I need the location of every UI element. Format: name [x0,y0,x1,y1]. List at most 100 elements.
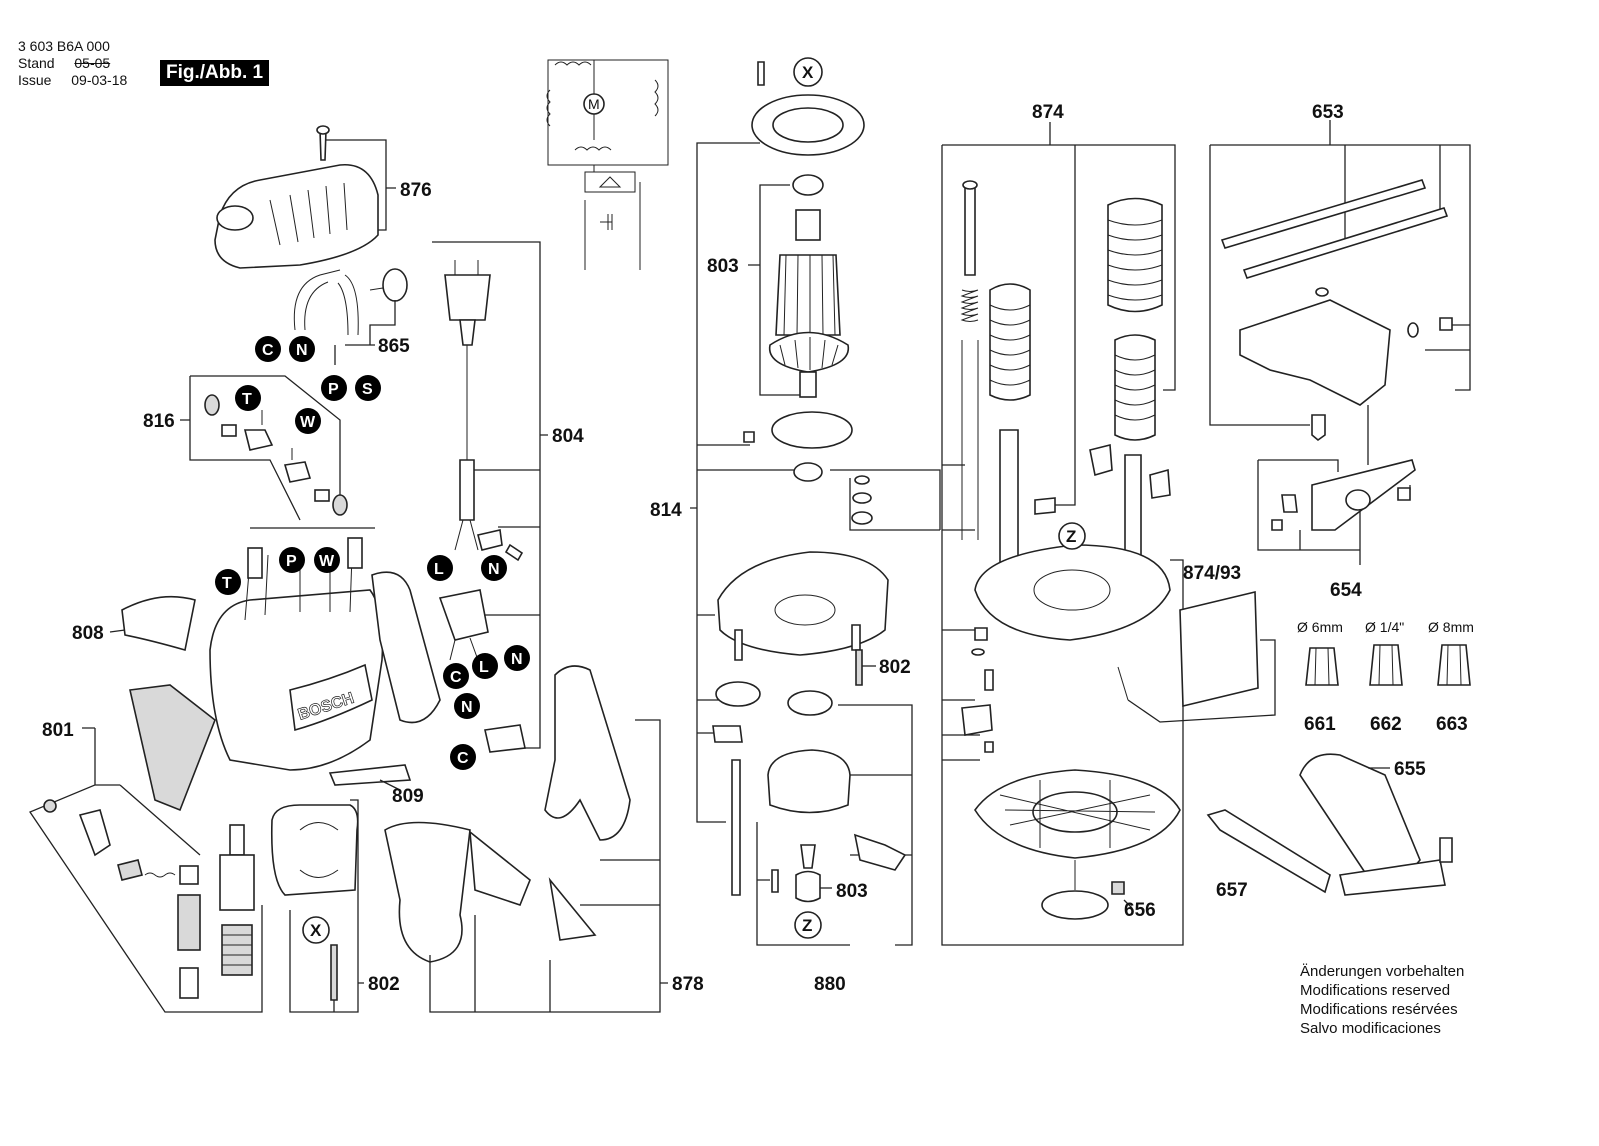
marker-p2: P [279,547,305,573]
marker-x-top: X [793,57,823,87]
label-803b: 803 [836,881,868,902]
label-880: 880 [814,974,846,995]
centering-mandrel [1041,860,1109,920]
modification-notes: Änderungen vorbehalten Modifications res… [1300,962,1464,1038]
fan-baffle [771,411,853,449]
marker-l1: L [427,555,453,581]
marker-l2: L [472,653,498,679]
svg-text:C: C [262,342,274,359]
lock-parts-801 [43,799,201,999]
plunge-base-874 [960,180,1171,641]
guide-rods-653 [1220,179,1449,279]
svg-text:L: L [434,561,444,578]
svg-text:N: N [296,342,308,359]
label-809: 809 [392,786,424,807]
svg-text:W: W [300,414,316,431]
collet-663 [1437,644,1471,686]
dust-adapter-655 [1299,753,1453,896]
collet-662 [1369,644,1403,686]
marker-n2: N [481,555,507,581]
issue-row: Issue 09-03-18 [18,72,127,89]
issue-label: Issue [18,72,52,88]
svg-text:W: W [319,553,335,570]
svg-text:X: X [310,921,322,940]
switch-block [438,589,489,661]
document-header: 3 603 B6A 000 Stand 05-05 Issue 09-03-18 [18,38,127,89]
marker-z-collet: Z [794,911,822,939]
svg-text:Z: Z [1066,527,1076,546]
label-655: 655 [1394,759,1426,780]
marker-c1: C [255,336,281,362]
size-661: Ø 6mm [1297,619,1343,635]
label-808: 808 [72,623,104,644]
handles-878 [384,665,631,963]
svg-text:S: S [362,381,373,398]
marker-x-bottom: X [302,916,330,944]
svg-text:P: P [286,553,297,570]
fine-adjust-654 [1271,459,1416,531]
spindle-lock-shaft [219,824,255,976]
power-cord-804 [444,260,524,562]
label-878: 878 [672,974,704,995]
svg-text:P: P [328,381,339,398]
figure-badge: Fig./Abb. 1 [160,60,270,86]
label-814: 814 [650,500,682,521]
stand-row: Stand 05-05 [18,55,127,72]
lower-housing [717,551,889,661]
label-803a: 803 [707,256,739,277]
marker-t2: T [215,569,241,595]
label-654: 654 [1330,580,1362,601]
label-874: 874 [1032,102,1064,123]
marker-p1: P [321,375,347,401]
marker-t1: T [235,385,261,411]
label-816: 816 [143,411,175,432]
circuit-schematic: M [546,59,669,270]
svg-text:T: T [242,391,252,408]
wrench-657 [1206,809,1331,894]
label-802a: 802 [368,974,400,995]
label-656: 656 [1124,900,1156,921]
size-663: Ø 8mm [1428,619,1474,635]
svg-text:X: X [802,63,814,82]
marker-n3: N [504,645,530,671]
note-en: Modifications reserved [1300,982,1451,999]
collet-housing [767,749,851,814]
label-865: 865 [378,336,410,357]
motor-symbol: M [588,96,600,112]
marker-w1: W [295,408,321,434]
label-662: 662 [1370,714,1402,735]
svg-text:L: L [479,659,489,676]
note-de: Änderungen vorbehalten [1300,963,1465,980]
label-876: 876 [400,180,432,201]
marker-z-base: Z [1058,522,1086,550]
svg-text:N: N [488,561,500,578]
label-663: 663 [1436,714,1468,735]
svg-text:Z: Z [802,916,812,935]
label-874-93: 874/93 [1183,563,1241,584]
svg-text:T: T [222,575,232,592]
collet-661 [1305,647,1339,686]
label-801: 801 [42,720,74,741]
sub-base-plate [974,769,1181,859]
chip-guard [1179,590,1259,708]
stand-label: Stand [18,55,55,71]
doc-number: 3 603 B6A 000 [18,38,110,54]
svg-text:C: C [450,669,462,686]
marker-n1: N [289,336,315,362]
switch-865 [293,268,408,336]
stator [270,804,359,896]
marker-c2: C [443,663,469,689]
marker-w2: W [314,547,340,573]
label-802b: 802 [879,657,911,678]
label-657: 657 [1216,880,1248,901]
marker-n4: N [454,693,480,719]
marker-s1: S [355,375,381,401]
stand-date: 05-05 [74,55,111,71]
svg-text:N: N [511,651,523,668]
svg-text:C: C [457,750,469,767]
brush-holders-816 [204,394,348,516]
note-fr: Modifications resérvées [1300,1001,1458,1018]
label-661: 661 [1304,714,1336,735]
label-804: 804 [552,426,584,447]
armature-803 [768,174,850,398]
